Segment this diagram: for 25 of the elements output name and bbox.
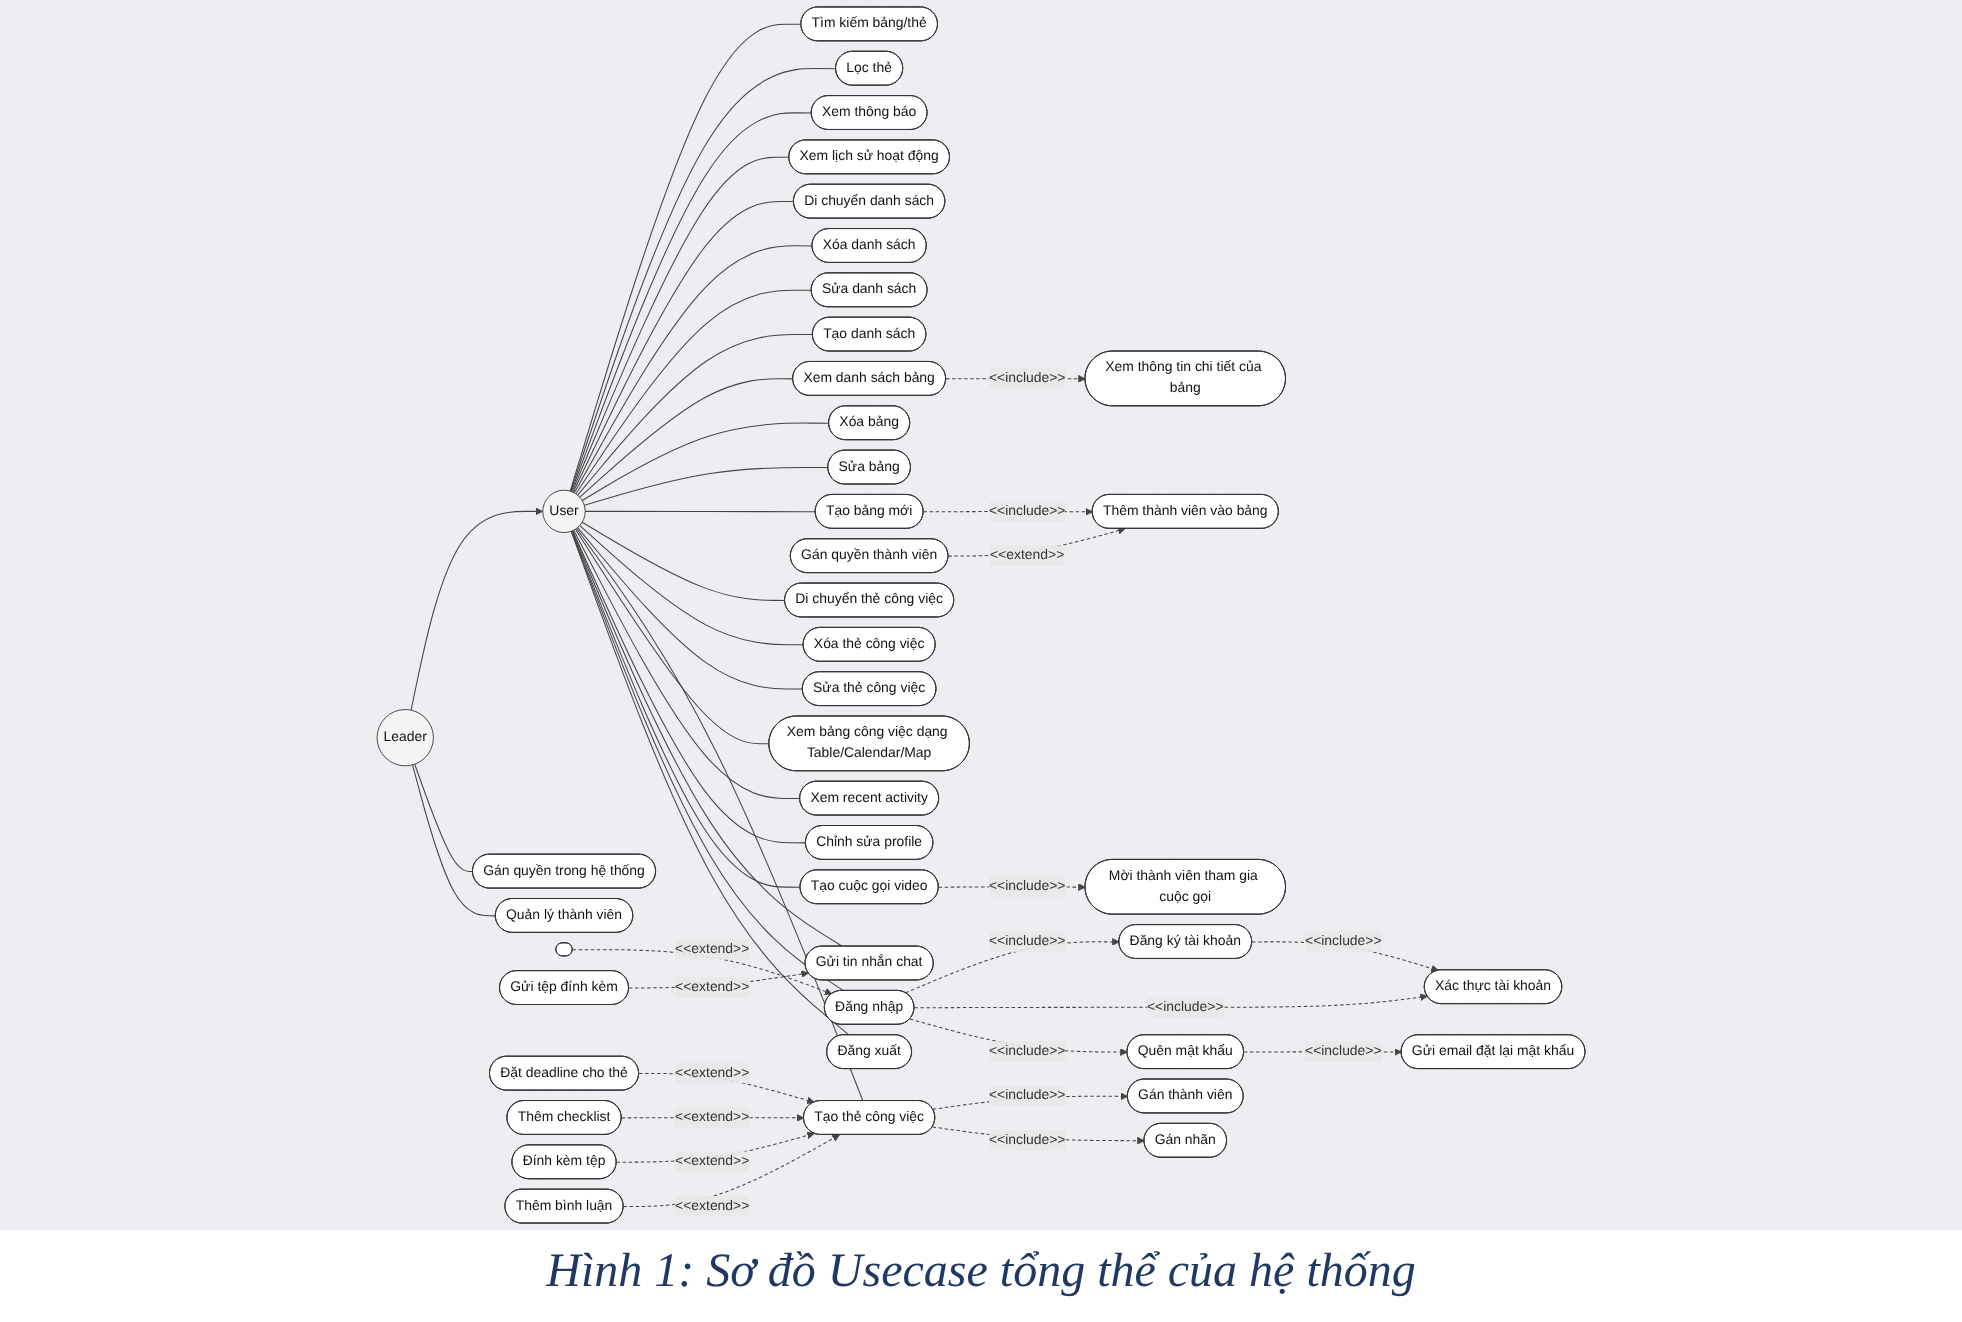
connector — [572, 201, 795, 493]
connector — [583, 466, 829, 506]
arrow — [623, 1134, 840, 1208]
connector — [579, 525, 805, 646]
arrow — [572, 949, 833, 996]
node-circle — [376, 709, 434, 767]
connector — [571, 156, 790, 493]
connector — [573, 245, 813, 494]
connector — [577, 333, 814, 496]
connector — [570, 112, 813, 493]
figure-caption: Hình 1: Sơ đồ Usecase tổng thể của hệ thống — [543, 1246, 1418, 1300]
connector — [570, 68, 837, 492]
connector — [581, 521, 786, 601]
connector — [577, 527, 804, 690]
connector — [573, 529, 801, 800]
connector — [584, 510, 817, 513]
connector — [579, 378, 794, 498]
connector — [575, 289, 813, 495]
connector — [414, 763, 474, 873]
connector — [581, 422, 830, 501]
node-circle — [542, 489, 586, 533]
connector — [569, 23, 802, 492]
arrow — [410, 507, 544, 711]
connector — [574, 528, 770, 745]
connector — [412, 764, 497, 917]
